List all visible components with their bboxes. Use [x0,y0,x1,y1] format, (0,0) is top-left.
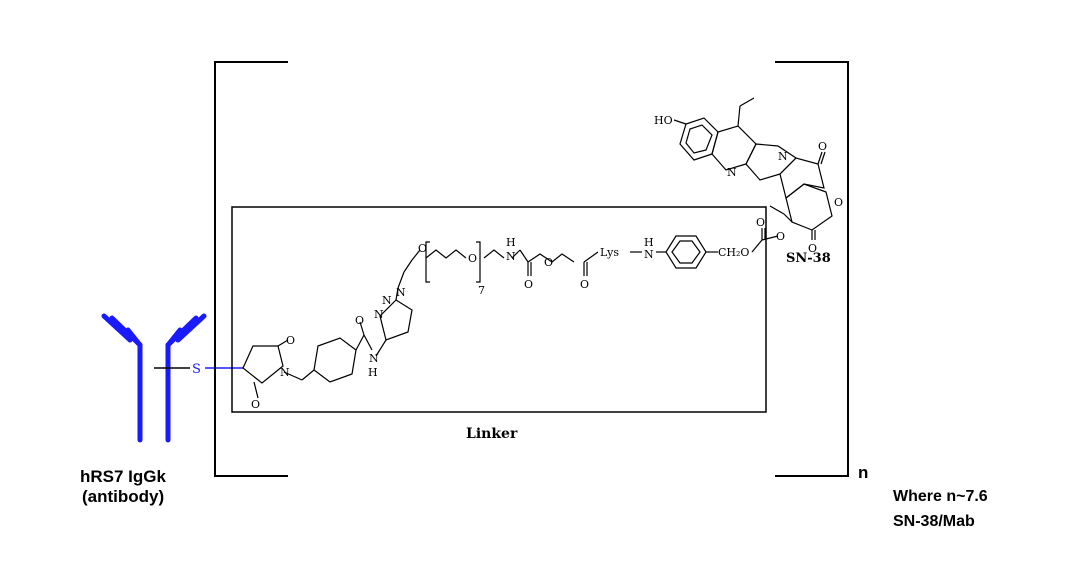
svg-text:O: O [776,230,785,243]
svg-text:O: O [355,314,364,327]
svg-text:N: N [382,294,392,307]
svg-text:N: N [369,352,379,365]
svg-text:N: N [374,308,384,321]
svg-text:O: O [818,140,827,153]
svg-text:N: N [644,248,654,261]
svg-text:O: O [756,216,765,229]
svg-text:N: N [280,366,290,379]
svg-text:O: O [418,242,427,255]
svg-text:O: O [544,256,553,269]
svg-text:H: H [506,236,516,249]
sn38-bonds [673,97,833,253]
linker-box [231,206,767,413]
svg-text:CH₂O: CH₂O [718,246,749,259]
linker-bonds [242,235,718,399]
sn38-label: SN-38 [786,251,831,266]
antibody-graphic [101,313,207,443]
svg-text:HO: HO [654,114,673,127]
svg-text:N: N [778,150,788,163]
linker-label: Linker [466,426,518,442]
svg-text:O: O [468,252,477,265]
antibody-name: hRS7 IgGk [80,467,167,486]
svg-text:Lys: Lys [600,246,619,259]
svg-text:O: O [808,242,817,255]
svg-text:H: H [644,236,654,249]
svg-text:O: O [834,196,843,209]
svg-text:7: 7 [478,284,485,297]
drug-antibody-ratio-line1: Where n~7.6 [893,488,988,505]
svg-text:O: O [524,278,533,291]
svg-text:O: O [286,334,295,347]
thiol-label: S [192,362,201,377]
svg-text:N: N [396,286,406,299]
repeat-bracket-left [214,61,288,477]
repeat-n-label: n [858,463,868,482]
sn38-atoms: HO N N O O O O O [654,114,843,255]
antibody-caption: (antibody) [82,487,164,506]
svg-text:H: H [368,366,378,379]
svg-text:O: O [251,398,260,411]
svg-text:N: N [506,250,516,263]
linker-atoms: O O N O N H N N N O O 7 H N O O O Lys H … [251,236,749,411]
drug-antibody-ratio-line2: SN-38/Mab [893,513,975,530]
svg-text:O: O [580,278,589,291]
repeat-bracket-right [775,61,849,477]
svg-text:N: N [727,166,737,179]
